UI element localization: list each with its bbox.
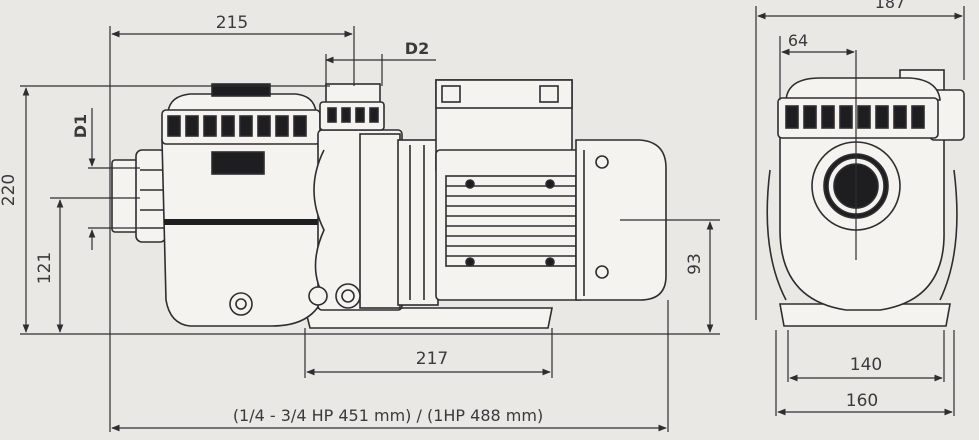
dim-label-187: 187 [875,0,906,12]
dim-label-93: 93 [685,253,705,275]
brand-plate [211,151,265,175]
dim-label-d2: D2 [405,39,429,58]
strainer-lid [161,83,321,145]
dim-label-220: 220 [0,174,19,206]
dim-label-64: 64 [788,31,808,50]
dim-label-d1: D1 [71,114,90,138]
pump-side-view [111,79,667,329]
outlet-fitting [319,83,385,131]
dim-label-140: 140 [850,355,882,375]
dim-label-217: 217 [416,349,448,369]
dim-label-160: 160 [846,391,878,411]
dim-label-121: 121 [35,252,55,284]
pump-housing [308,129,439,311]
pump-front-view [766,69,965,327]
base-plate [303,307,553,329]
dim-label-total-length: (1/4 - 3/4 HP 451 mm) / (1HP 488 mm) [233,406,543,425]
dim-label-215: 215 [216,13,248,33]
motor [435,79,667,301]
